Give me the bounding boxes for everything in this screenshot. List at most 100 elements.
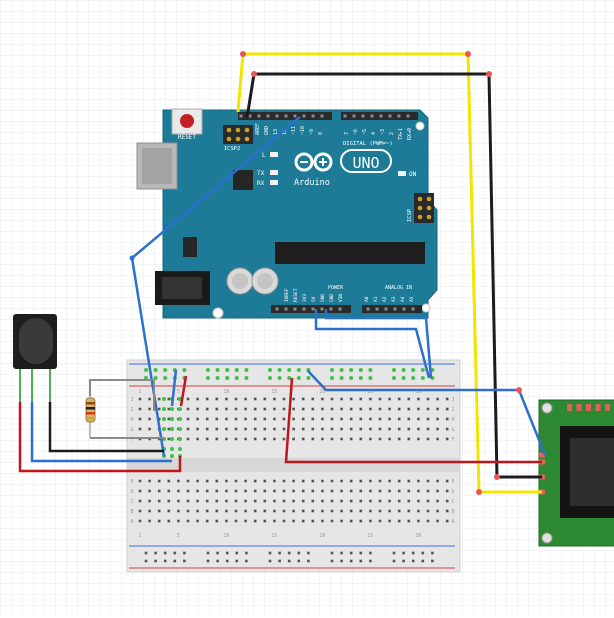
led-tx-label: TX <box>257 170 265 177</box>
breadboard-hole <box>397 437 401 441</box>
breadboard-hole <box>167 397 171 401</box>
active-rail-hole <box>392 368 396 372</box>
header-pin <box>311 307 315 311</box>
rail-hole <box>173 559 177 563</box>
active-rail-hole <box>306 376 311 380</box>
breadboard-hole <box>436 427 439 431</box>
row-letter: G <box>130 427 133 433</box>
breadboard-hole <box>234 519 238 523</box>
icsp2-pin <box>235 127 241 133</box>
active-rail-hole <box>206 368 210 372</box>
breadboard-hole <box>407 407 411 411</box>
breadboard-hole <box>253 499 257 503</box>
header-pin <box>284 307 288 311</box>
pin-gnd-label: GND <box>264 126 270 135</box>
breadboard-hole <box>148 427 151 431</box>
breadboard-hole <box>263 489 267 493</box>
pin-12-label: 12 <box>282 129 288 135</box>
breadboard-hole <box>436 417 439 421</box>
column-number-top: 25 <box>367 389 373 395</box>
breadboard-hole <box>330 499 334 503</box>
brand-label: Arduino <box>294 178 330 188</box>
active-rail-hole <box>411 376 416 380</box>
breadboard-hole <box>196 509 199 513</box>
breadboard-hole <box>234 489 238 493</box>
pin-a1-label: A1 <box>373 296 379 302</box>
rail-hole <box>163 559 167 563</box>
breadboard-hole <box>205 479 209 483</box>
breadboard-hole <box>330 509 334 513</box>
breadboard-hole <box>349 479 353 483</box>
wire-blue-lcd-data <box>307 370 547 456</box>
breadboard-hole <box>282 489 286 493</box>
breadboard-hole <box>340 407 343 411</box>
wires <box>18 51 547 495</box>
power-header <box>271 305 351 313</box>
breadboard-hole <box>397 407 401 411</box>
breadboard-hole <box>349 489 353 493</box>
column-number-top: 20 <box>319 389 325 395</box>
breadboard-hole <box>388 427 391 431</box>
breadboard-hole <box>378 509 382 513</box>
breadboard-hole <box>244 437 247 441</box>
column-number-bottom: 30 <box>415 533 421 539</box>
rail-hole <box>268 551 272 555</box>
breadboard-hole <box>301 407 305 411</box>
breadboard-hole <box>186 417 190 421</box>
rail-hole <box>154 551 157 555</box>
breadboard-hole <box>436 519 439 523</box>
breadboard-hole <box>340 479 343 483</box>
breadboard-hole <box>436 437 439 441</box>
breadboard-hole <box>445 407 449 411</box>
breadboard-hole <box>157 499 161 503</box>
breadboard-hole <box>340 519 343 523</box>
breadboard-hole <box>234 437 238 441</box>
breadboard-hole <box>359 397 363 401</box>
breadboard-hole <box>349 519 353 523</box>
breadboard-hole <box>225 437 228 441</box>
breadboard-hole <box>205 489 209 493</box>
active-rail-hole <box>358 368 363 372</box>
rail-hole <box>307 559 310 563</box>
breadboard-hole <box>445 437 449 441</box>
breadboard-hole <box>407 489 411 493</box>
breadboard-hole <box>321 427 324 431</box>
breadboard-hole <box>138 397 142 401</box>
breadboard-hole <box>359 479 363 483</box>
breadboard-hole <box>215 499 219 503</box>
breadboard-hole <box>417 417 420 421</box>
breadboard-hole <box>273 519 276 523</box>
rail-hole <box>163 551 167 555</box>
microcontroller-chip <box>275 242 425 264</box>
breadboard-hole <box>369 489 372 493</box>
breadboard-hole <box>148 489 151 493</box>
icsp2-pin <box>235 136 241 142</box>
breadboard-hole <box>253 489 257 493</box>
wire-blue-gnd-rail <box>324 309 433 379</box>
breadboard-hole <box>263 407 267 411</box>
breadboard-hole <box>253 509 257 513</box>
wire-resistor-top <box>89 379 155 411</box>
breadboard-hole <box>388 489 391 493</box>
breadboard-hole <box>148 417 151 421</box>
breadboard-hole <box>340 489 343 493</box>
active-rail-hole <box>420 368 425 372</box>
rail-hole <box>402 559 405 563</box>
pin-2-label: 2 <box>389 132 395 135</box>
rail-hole <box>369 551 372 555</box>
rail-hole <box>278 551 281 555</box>
breadboard-hole <box>282 407 286 411</box>
rail-hole <box>235 551 239 555</box>
header-pin <box>266 114 270 118</box>
breadboard-hole <box>138 519 142 523</box>
column-number-bottom: 10 <box>223 533 229 539</box>
active-rail-hole <box>339 376 344 380</box>
breadboard-hole <box>436 479 439 483</box>
pin-4-label: 4 <box>371 132 377 135</box>
breadboard-hole <box>205 417 209 421</box>
breadboard-hole <box>177 489 180 493</box>
breadboard-hole <box>215 397 219 401</box>
breadboard-hole <box>263 479 267 483</box>
breadboard-hole <box>330 437 334 441</box>
